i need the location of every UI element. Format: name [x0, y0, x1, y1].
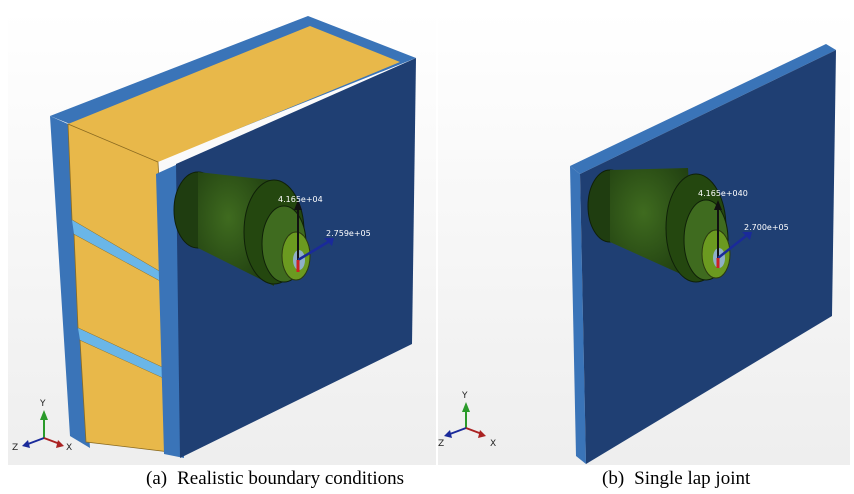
- triad-x-label: X: [490, 439, 496, 449]
- caption-a-tag: (a): [146, 468, 168, 489]
- single-lap-joint-model: 4.165e+040 2.700e+05 Y Z X: [438, 10, 850, 465]
- load-arrows: [294, 200, 334, 272]
- gap-strip-lower: [78, 328, 168, 380]
- bolt: [173, 171, 311, 286]
- load-label-axial: 2.700e+05: [744, 223, 789, 232]
- caption-b-tag: (b): [602, 468, 625, 489]
- load-label-vertical: 4.165e+04: [278, 195, 323, 204]
- triad-z-label: Z: [438, 439, 444, 449]
- coordinate-triad: Y Z X: [12, 399, 72, 453]
- plate-top-edge: [570, 44, 836, 174]
- gap-strip-upper: [72, 220, 166, 284]
- caption-a: (a) Realistic boundary conditions: [146, 468, 404, 492]
- caption-b: (b) Single lap joint: [602, 468, 750, 492]
- caption-b-text: Single lap joint: [634, 468, 751, 489]
- insert-top-face: [68, 26, 400, 162]
- panel-single-lap-joint: 4.165e+040 2.700e+05 Y Z X: [438, 10, 850, 465]
- panel-realistic-boundary: 4.165e+04 2.759e+05 Y Z X: [8, 10, 436, 465]
- triad-z-label: Z: [12, 443, 18, 453]
- load-label-axial: 2.759e+05: [326, 229, 371, 238]
- triad-y-label: Y: [39, 399, 46, 409]
- realistic-boundary-model: 4.165e+04 2.759e+05 Y Z X: [8, 10, 436, 465]
- load-label-vertical: 4.165e+040: [698, 189, 748, 198]
- triad-x-label: X: [66, 443, 72, 453]
- left-edge-strip: [50, 116, 90, 448]
- plate-side-edge: [570, 166, 586, 464]
- coordinate-triad: Y Z X: [438, 391, 496, 449]
- caption-a-text: Realistic boundary conditions: [177, 468, 404, 489]
- load-arrows: [714, 200, 752, 268]
- triad-y-label: Y: [461, 391, 468, 401]
